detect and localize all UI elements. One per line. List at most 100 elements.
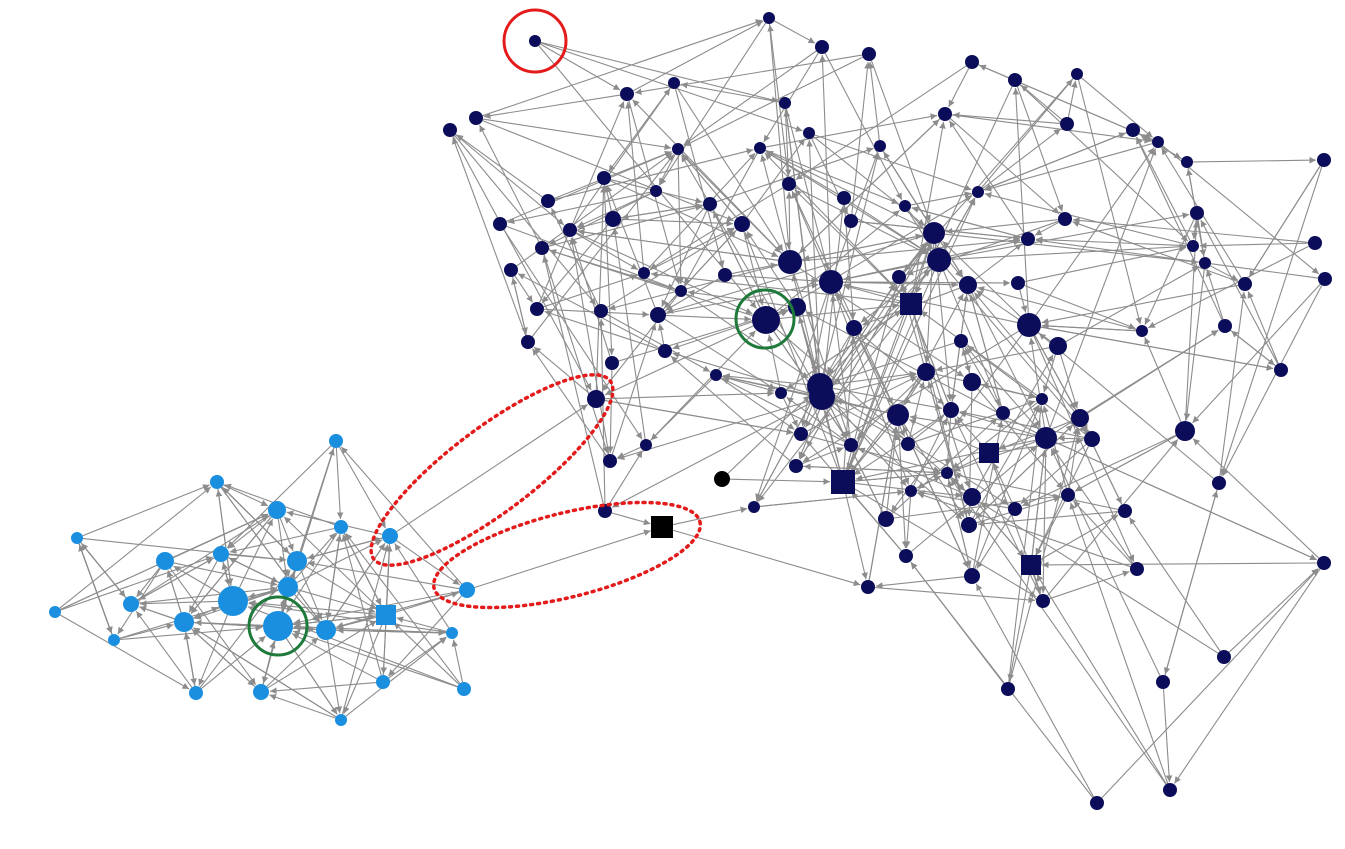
- graph-edge: [1219, 291, 1247, 477]
- graph-node: [1061, 488, 1075, 502]
- graph-edge: [649, 330, 756, 442]
- graph-edge: [903, 496, 912, 549]
- graph-edge: [765, 113, 938, 148]
- graph-edge: [173, 565, 221, 594]
- graph-edge: [482, 19, 763, 117]
- graph-node: [1317, 153, 1331, 167]
- graph-edge: [832, 387, 943, 411]
- graph-node: [263, 611, 293, 641]
- graph-edge: [727, 395, 811, 474]
- graph-edge: [299, 448, 335, 552]
- graph-edge: [783, 398, 798, 428]
- graph-edge: [666, 235, 924, 314]
- graph-edge: [595, 185, 607, 391]
- graph-edge: [853, 413, 945, 476]
- graph-edge: [1041, 284, 1239, 325]
- graph-edge: [1228, 568, 1319, 653]
- graph-edge: [1033, 335, 1135, 562]
- graph-edge: [814, 134, 972, 191]
- graph-edge: [307, 560, 460, 590]
- graph-edge: [850, 423, 892, 473]
- graph-node: [815, 40, 829, 54]
- graph-edge: [977, 388, 1064, 490]
- graph-edge: [136, 567, 160, 598]
- graph-edge: [902, 242, 927, 272]
- graph-edge: [1200, 219, 1279, 365]
- graph-edge: [910, 561, 1094, 798]
- graph-edge: [1144, 219, 1195, 325]
- graph-node: [459, 582, 475, 598]
- graph-edge: [833, 402, 902, 441]
- graph-edge: [806, 139, 820, 374]
- graph-edge: [822, 152, 880, 374]
- graph-node: [878, 511, 894, 527]
- graph-edge: [1068, 427, 1081, 489]
- graph-edge: [1184, 220, 1200, 422]
- graph-edge: [222, 487, 291, 555]
- graph-edge: [974, 243, 1023, 280]
- graph-edge: [802, 447, 844, 465]
- graph-edge: [269, 682, 377, 695]
- graph-node: [763, 12, 775, 24]
- graph-edge: [220, 487, 320, 622]
- graph-edge: [680, 82, 780, 103]
- graph-node: [1218, 319, 1232, 333]
- graph-edge: [188, 560, 218, 613]
- graph-edge: [503, 229, 643, 440]
- graph-edge: [606, 313, 711, 373]
- graph-edge: [909, 414, 1036, 437]
- graph-edge: [1199, 242, 1309, 249]
- graph-edge: [517, 273, 660, 349]
- graph-edge: [548, 193, 651, 245]
- graph-node: [862, 47, 876, 61]
- graph-node: [675, 285, 687, 297]
- graph-edge: [898, 425, 909, 549]
- graph-edge: [1039, 448, 1047, 594]
- graph-edge: [981, 382, 1037, 399]
- graph-edge: [783, 109, 821, 385]
- graph-edge: [1042, 354, 1056, 393]
- graph-edge: [977, 511, 1119, 527]
- graph-edge: [455, 134, 565, 226]
- graph-edge: [540, 41, 779, 103]
- graph-node: [253, 684, 269, 700]
- graph-edge: [683, 153, 758, 286]
- graph-edge: [948, 67, 970, 108]
- graph-node: [714, 471, 730, 487]
- graph-edge: [59, 486, 212, 609]
- graph-node: [108, 634, 120, 646]
- graph-edge: [755, 293, 828, 501]
- graph-edge: [977, 286, 1137, 331]
- graph-edge: [117, 568, 161, 635]
- graph-edge: [836, 293, 851, 322]
- graph-edge: [541, 224, 609, 304]
- graph-edge: [482, 118, 672, 151]
- graph-edge: [959, 409, 1085, 438]
- graph-edge: [843, 283, 901, 302]
- graph-node: [316, 620, 336, 640]
- graph-edge: [746, 138, 806, 218]
- graph-edge: [649, 227, 735, 271]
- node-layer: [49, 12, 1332, 810]
- graph-edge: [620, 202, 703, 219]
- graph-node: [597, 171, 611, 185]
- graph-node: [778, 250, 802, 274]
- graph-edge: [902, 425, 970, 569]
- graph-edge: [248, 599, 377, 615]
- graph-edge: [949, 118, 1060, 215]
- graph-node: [605, 356, 619, 370]
- graph-edge: [886, 426, 900, 512]
- graph-edge: [119, 624, 263, 641]
- graph-edge: [293, 630, 458, 688]
- graph-node: [189, 686, 203, 700]
- graph-node: [938, 107, 952, 121]
- graph-edge: [777, 195, 973, 314]
- graph-edge: [280, 597, 287, 612]
- graph-node: [1001, 682, 1015, 696]
- graph-edge: [807, 375, 918, 432]
- graph-node: [710, 369, 722, 381]
- graph-edge: [774, 20, 816, 44]
- graph-edge: [327, 639, 342, 714]
- graph-edge: [974, 405, 1041, 569]
- graph-edge: [944, 417, 952, 467]
